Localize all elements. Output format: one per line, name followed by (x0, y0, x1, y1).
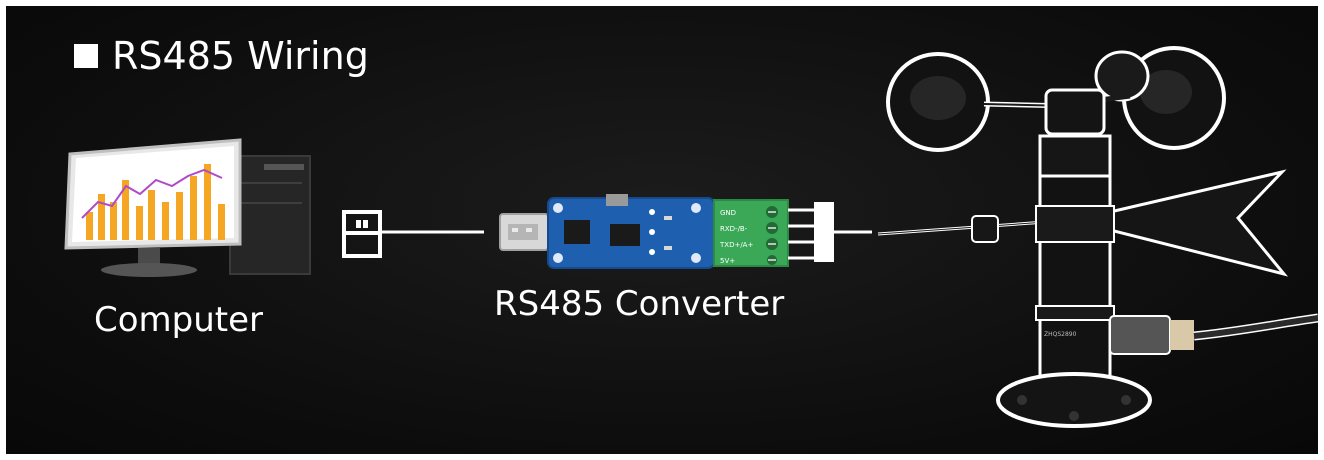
computer-icon (64, 138, 311, 277)
usb-socket-icon (342, 210, 382, 258)
connector-block-icon (814, 202, 834, 262)
computer-label: Computer (94, 300, 264, 340)
anemometer-image: ZHQS2890 (877, 46, 1318, 428)
diagram-title: RS485 Wiring (74, 34, 369, 78)
sensor-marking: ZHQS2890 (1044, 331, 1077, 338)
title-bullet-icon (74, 44, 98, 68)
wiring-diagram: RS485 Wiring (6, 6, 1318, 454)
title-text: RS485 Wiring (112, 34, 369, 78)
rs485-converter-image: GND RXD-/B- TXD+/A+ 5V+ (499, 194, 814, 269)
converter-label: RS485 Converter (494, 284, 785, 324)
pin-label-rxd: RXD-/B- (720, 225, 748, 233)
pin-label-5v: 5V+ (720, 257, 735, 265)
pin-label-txd: TXD+/A+ (719, 241, 753, 249)
pin-label-gnd: GND (720, 209, 736, 217)
diagram-canvas: GND RXD-/B- TXD+/A+ 5V+ (64, 46, 1318, 428)
